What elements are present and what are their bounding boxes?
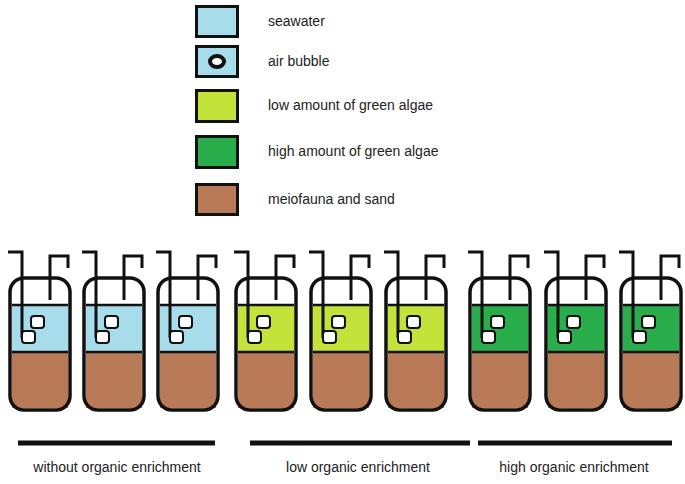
air-bubble [633, 331, 646, 343]
jar-outline [311, 278, 371, 410]
sand-layer [472, 352, 528, 408]
group-bar [250, 441, 470, 446]
jar [544, 252, 606, 410]
air-bubble [323, 331, 336, 343]
group-bar [478, 441, 672, 446]
air-tube [619, 252, 633, 338]
water-layer [313, 305, 369, 352]
sand-layer [238, 352, 294, 408]
air-bubble [96, 331, 109, 343]
jar-outline [84, 278, 144, 410]
air-bubble [248, 331, 261, 343]
outlet-tube [586, 256, 604, 300]
sand-layer [388, 352, 444, 408]
air-tube [468, 252, 482, 338]
jar-outline [386, 278, 446, 410]
legend-swatch [195, 135, 239, 169]
air-bubble [407, 316, 420, 328]
sand-layer [623, 352, 679, 408]
sand-layer [160, 352, 216, 408]
air-bubble [567, 316, 580, 328]
legend-label: air bubble [268, 53, 330, 70]
legend-label: seawater [268, 13, 325, 30]
water-layer [388, 305, 444, 352]
legend-label: high amount of green algae [268, 143, 438, 160]
legend-swatch [195, 5, 239, 38]
air-bubble [332, 316, 345, 328]
outlet-tube [50, 256, 68, 300]
water-layer [472, 305, 528, 352]
jar-outline [236, 278, 296, 410]
sand-layer [313, 352, 369, 408]
air-bubble [558, 331, 571, 343]
sand-layer [12, 352, 68, 408]
air-bubble [105, 316, 118, 328]
air-bubble [170, 331, 183, 343]
group-label: high organic enrichment [499, 459, 648, 476]
bubble-symbol [208, 54, 226, 69]
jar [234, 252, 296, 410]
jar-outline [621, 278, 681, 410]
air-bubble [642, 316, 655, 328]
legend-label: low amount of green algae [268, 97, 433, 114]
air-bubble [257, 316, 270, 328]
air-tube [8, 252, 22, 338]
legend-swatch [195, 89, 239, 123]
water-layer [623, 305, 679, 352]
water-layer [548, 305, 604, 352]
air-tube [384, 252, 398, 338]
sand-layer [548, 352, 604, 408]
outlet-tube [198, 256, 216, 300]
outlet-tube [276, 256, 294, 300]
jar-outline [10, 278, 70, 410]
air-bubble [22, 331, 35, 343]
jar [309, 252, 371, 410]
air-tube [82, 252, 96, 338]
outlet-tube [124, 256, 142, 300]
air-bubble [179, 316, 192, 328]
group-label: low organic enrichment [286, 459, 430, 476]
water-layer [238, 305, 294, 352]
jar [8, 252, 70, 410]
air-bubble [482, 331, 495, 343]
air-tube [156, 252, 170, 338]
jar [619, 252, 681, 410]
group-bar [18, 441, 215, 446]
outlet-tube [426, 256, 444, 300]
jar-outline [158, 278, 218, 410]
jar [468, 252, 530, 410]
legend-swatch [195, 183, 239, 216]
outlet-tube [510, 256, 528, 300]
jar [156, 252, 218, 410]
air-tube [234, 252, 248, 338]
jar [384, 252, 446, 410]
air-tube [544, 252, 558, 338]
sand-layer [86, 352, 142, 408]
water-layer [160, 305, 216, 352]
jar-outline [546, 278, 606, 410]
legend-label: meiofauna and sand [268, 191, 395, 208]
outlet-tube [351, 256, 369, 300]
bubble-swatch [195, 45, 239, 78]
air-tube [309, 252, 323, 338]
air-bubble [398, 331, 411, 343]
water-layer [12, 305, 68, 352]
air-bubble [31, 316, 44, 328]
group-label: without organic enrichment [33, 459, 200, 476]
outlet-tube [661, 256, 679, 300]
air-bubble [491, 316, 504, 328]
jar-outline [470, 278, 530, 410]
water-layer [86, 305, 142, 352]
jar [82, 252, 144, 410]
